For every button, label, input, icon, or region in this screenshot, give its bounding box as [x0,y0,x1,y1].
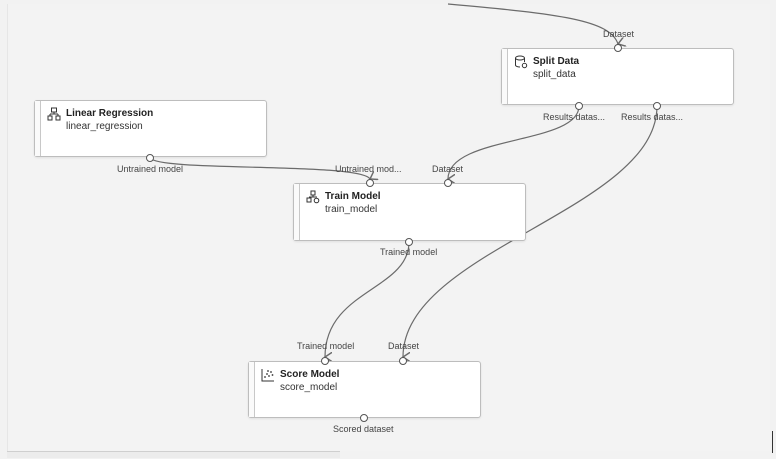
canvas-edge-line [772,431,773,453]
train-model-input-port-1[interactable] [366,179,374,187]
port-label: Trained model [380,247,438,257]
port-label: Results datas... [621,112,684,122]
train-model-node[interactable]: Train Model train_model [293,183,526,241]
node-title: Train Model [325,191,381,202]
split-data-output-port-2[interactable] [653,102,661,110]
port-label: Trained model [297,341,355,351]
tree-structure-icon [47,107,61,121]
linear-regression-node[interactable]: Linear Regression linear_regression [34,100,267,157]
port-label: Results datas... [543,112,606,122]
node-title: Score Model [280,369,340,380]
node-title: Split Data [533,56,580,67]
port-label: Dataset [432,164,464,174]
score-model-output-port[interactable] [360,414,368,422]
port-label: Dataset [603,29,635,39]
score-model-input-port-1[interactable] [321,357,329,365]
train-model-input-port-2[interactable] [444,179,452,187]
linear-regression-output-port[interactable] [146,154,154,162]
port-label: Untrained model [117,164,184,174]
node-accent-bar [502,49,508,104]
port-label: Scored dataset [333,424,394,434]
score-model-input-port-2[interactable] [399,357,407,365]
split-data-output-port-1[interactable] [575,102,583,110]
node-module-name: linear_regression [66,121,143,132]
split-data-input-port[interactable] [614,44,622,52]
train-model-icon [306,190,320,204]
train-model-output-port[interactable] [405,238,413,246]
score-model-node[interactable]: Score Model score_model [248,361,481,418]
node-module-name: split_data [533,69,576,80]
node-accent-bar [35,101,41,156]
node-title: Linear Regression [66,108,154,119]
node-accent-bar [294,184,300,240]
bottom-panel-edge [7,451,340,458]
scatter-plot-icon [261,369,274,382]
database-icon [515,55,528,69]
port-label: Dataset [388,341,420,351]
split-data-node[interactable]: Split Data split_data [501,48,734,105]
node-accent-bar [249,362,255,417]
port-label: Untrained mod... [335,164,402,174]
node-module-name: score_model [280,382,338,393]
node-module-name: train_model [325,204,378,215]
